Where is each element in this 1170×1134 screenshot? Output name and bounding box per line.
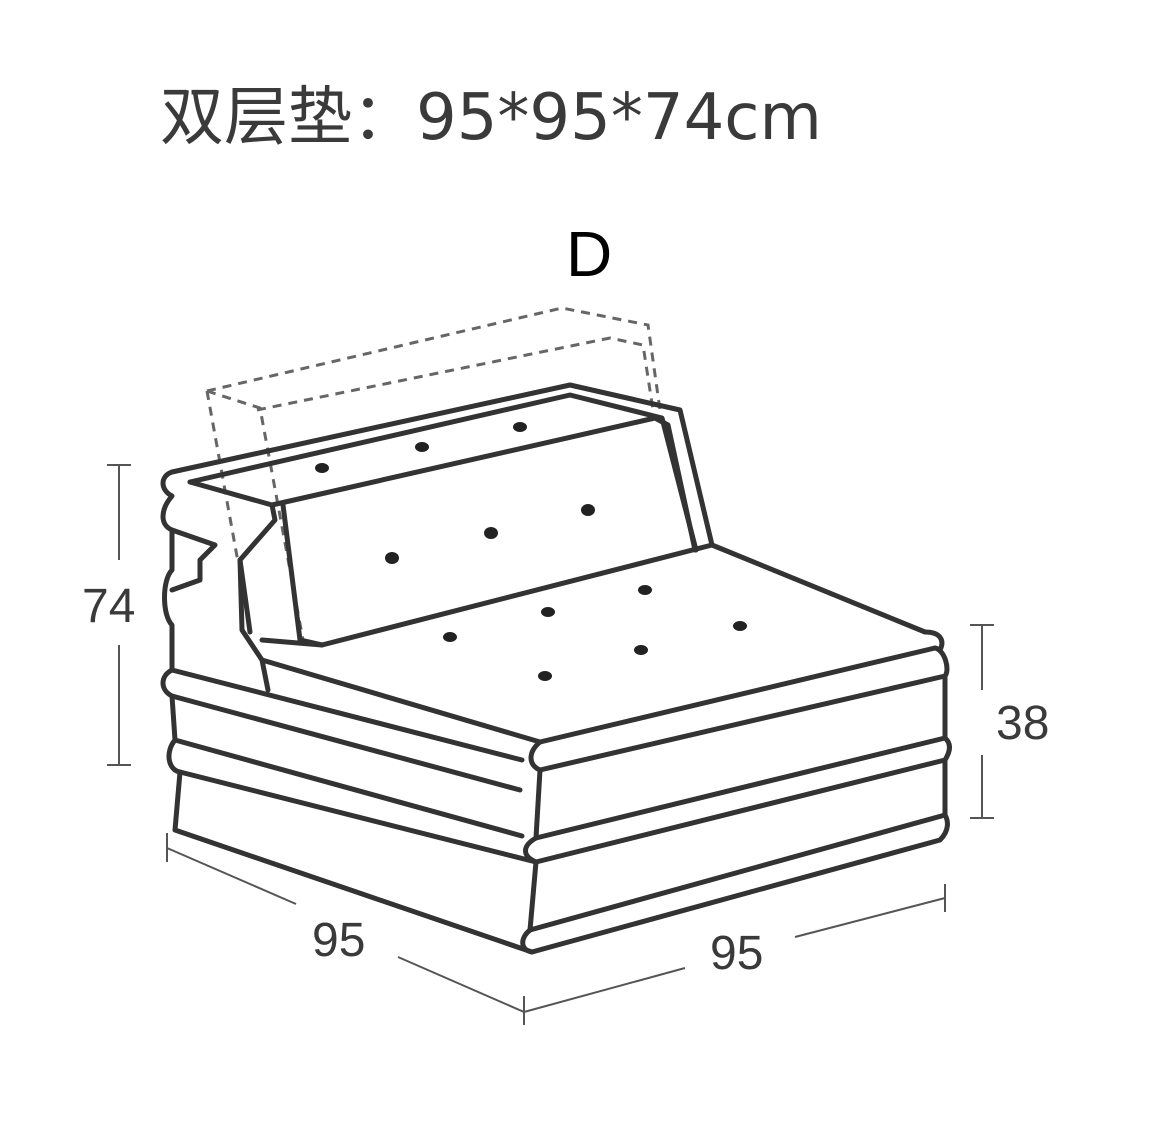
tufting-button (634, 645, 648, 655)
sofa-outline (160, 382, 952, 955)
seat-height-label: 38 (996, 697, 1050, 750)
seat-top (259, 542, 928, 648)
mid-left-seam (169, 693, 523, 793)
reclined-back-inner (256, 336, 655, 412)
seat-top-front-edge (259, 645, 938, 745)
upper-block-rim (523, 735, 952, 865)
variant-label: D (566, 218, 613, 290)
dashed-reclined-back (205, 306, 662, 641)
dimension-lines (107, 464, 994, 1025)
tufting-button (415, 442, 429, 452)
lower-block-bottom-rim (520, 812, 950, 955)
mid-left-seam-2 (169, 667, 525, 763)
tufting-button (385, 552, 399, 564)
depth-label: 95 (312, 914, 366, 967)
depth-dimension-line-left (166, 847, 297, 905)
width-label: 95 (710, 927, 764, 980)
reclined-back-side (206, 389, 305, 641)
backrest-cushion-front (269, 415, 698, 553)
tufting-button (484, 527, 498, 539)
tufting-button (443, 632, 457, 642)
back-frame-outer (169, 382, 715, 548)
total-height-label: 74 (82, 580, 136, 633)
tufting-button (581, 504, 595, 516)
left-side-outer (160, 469, 183, 775)
backrest-cushion-face (280, 502, 325, 648)
lower-block-left (177, 769, 539, 865)
product-title: 双层垫：95*95*74cm (160, 81, 822, 155)
depth-dimension-line-right (397, 956, 525, 1013)
tufting-button (733, 621, 747, 631)
backrest-cushion-side (237, 557, 253, 635)
seat-front-rim (528, 645, 950, 773)
upper-block-front (533, 673, 948, 841)
tufting-button (541, 607, 555, 617)
tufting-button (315, 463, 329, 473)
width-dimension-line-left (523, 967, 686, 1013)
reclined-back-outline (206, 306, 662, 411)
tufting-button (538, 671, 552, 681)
seat-right-edge (922, 629, 945, 653)
lower-block-left-top (172, 737, 525, 839)
width-dimension-line-right (794, 897, 946, 938)
tufting-buttons (315, 422, 747, 681)
tufting-button (638, 585, 652, 595)
tufting-button (513, 422, 527, 432)
lower-block-front (527, 757, 948, 933)
left-armrest-notch (169, 527, 218, 593)
lower-block-left-side (172, 769, 535, 955)
